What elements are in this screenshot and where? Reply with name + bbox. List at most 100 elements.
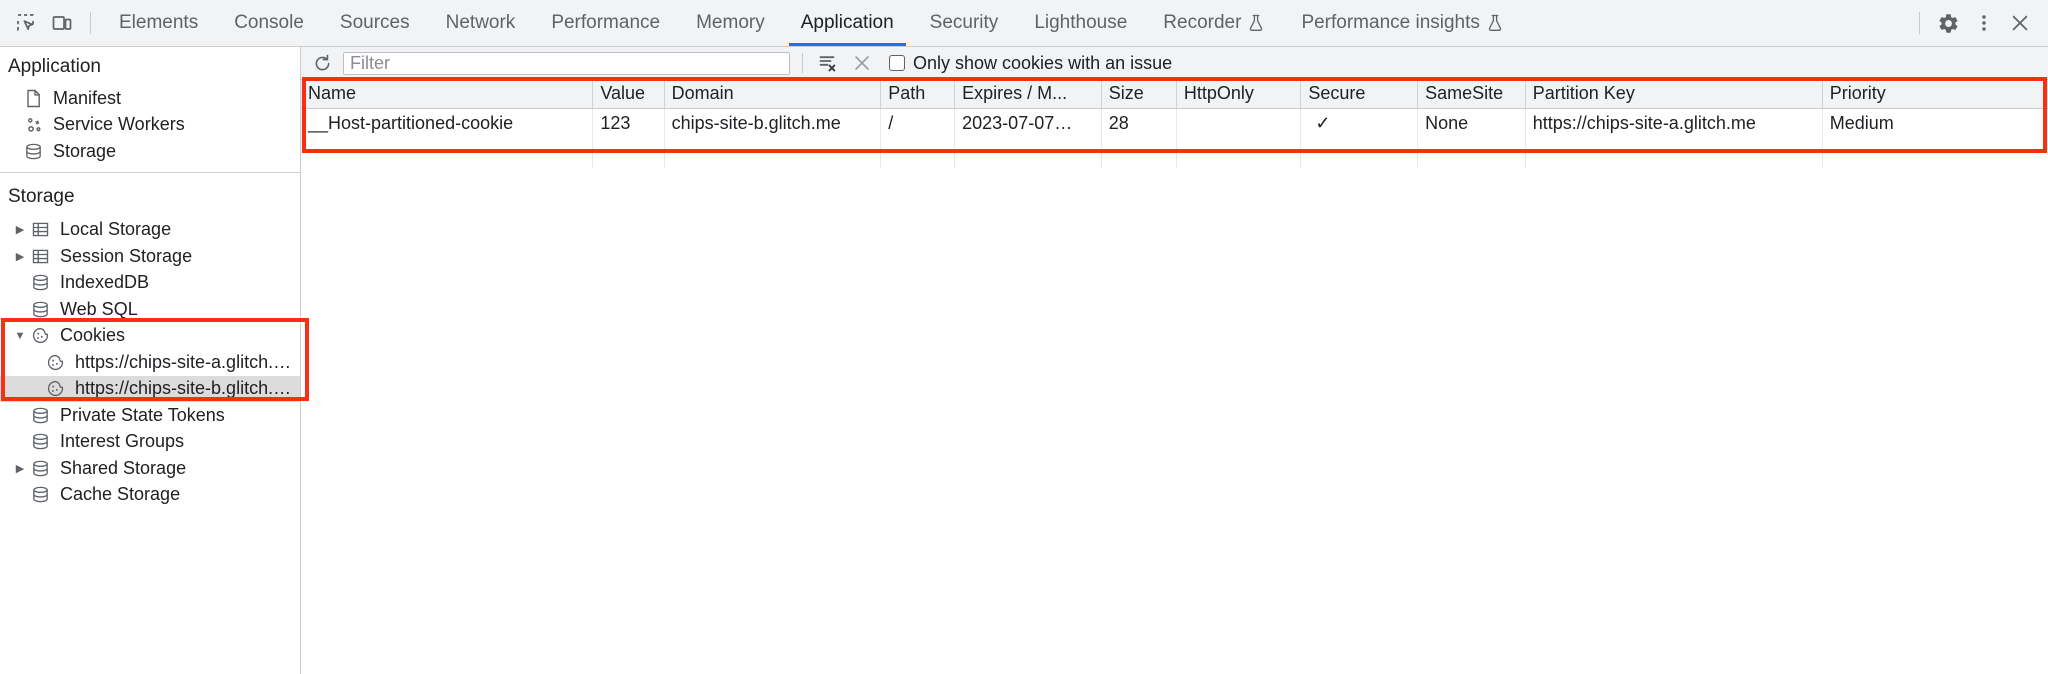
tab-recorder[interactable]: Recorder [1145,0,1283,46]
refresh-icon[interactable] [309,50,335,76]
device-toolbar-icon[interactable] [44,5,80,41]
sidebar-item-cache-storage[interactable]: Cache Storage [0,482,300,509]
application-sidebar: Application Manifest [0,47,301,674]
close-icon[interactable] [2002,5,2038,41]
sidebar-section-application-title: Application [8,56,101,77]
toolbar-divider [1919,12,1920,34]
tab-sources[interactable]: Sources [322,0,428,46]
manifest-file-icon [22,89,44,108]
column-header-secure[interactable]: Secure [1300,80,1419,109]
column-header-httponly[interactable]: HttpOnly [1176,80,1302,109]
database-icon [29,300,51,319]
experiment-flask-icon [1487,14,1504,32]
sidebar-item-label: Cookies [60,325,126,346]
delete-selected-cookie-icon[interactable] [849,50,875,76]
cookie-icon [44,379,66,398]
devtools-main-toolbar: Elements Console Sources Network Perform… [0,0,2048,47]
sidebar-item-label: Storage [53,140,117,161]
database-icon [29,432,51,451]
column-header-samesite[interactable]: SameSite [1417,80,1526,109]
tab-label: Lighthouse [1034,12,1128,33]
sidebar-item-label: Session Storage [60,245,193,266]
column-header-name[interactable]: Name [301,80,594,109]
tab-label: Console [234,12,304,33]
chevron-down-icon[interactable]: ▼ [14,329,26,342]
sidebar-item-indexeddb[interactable]: IndexedDB [0,270,300,297]
tab-label: Memory [696,12,765,33]
chevron-right-icon[interactable]: ▶ [15,250,25,263]
sidebar-item-label: Shared Storage [60,457,187,478]
table-row[interactable]: __Host-partitioned-cookie 123 chips-site… [301,108,2048,138]
sidebar-item-web-sql[interactable]: Web SQL [0,296,300,323]
database-icon [29,273,51,292]
table-filler-row [301,138,2048,168]
tab-performance-insights[interactable]: Performance insights [1283,0,1521,46]
tab-memory[interactable]: Memory [678,0,783,46]
cell-secure: ✓ [1300,108,1419,138]
experiment-flask-icon [1248,14,1265,32]
only-show-issues-checkbox-wrap[interactable]: Only show cookies with an issue [889,53,1172,74]
tab-security[interactable]: Security [912,0,1017,46]
chevron-right-icon[interactable]: ▶ [15,224,25,237]
only-show-issues-checkbox[interactable] [889,55,905,71]
tab-console[interactable]: Console [216,0,322,46]
column-header-priority[interactable]: Priority [1822,80,2048,109]
cookies-table: Name Value Domain Path Expires / M... Si… [301,80,2048,168]
cell-httponly [1176,108,1302,138]
sidebar-item-label: Cache Storage [60,484,181,505]
sidebar-item-private-state-tokens[interactable]: Private State Tokens [0,402,300,429]
table-icon [29,247,51,266]
filterbar-divider [802,53,803,73]
column-header-size[interactable]: Size [1101,80,1177,109]
sidebar-item-interest-groups[interactable]: Interest Groups [0,429,300,456]
sidebar-item-cookies[interactable]: ▼ Cookies [0,323,300,350]
cell-path: / [880,108,956,138]
column-header-expires[interactable]: Expires / M... [954,80,1102,109]
gear-icon[interactable] [1930,5,1966,41]
cell-partition-key: https://chips-site-a.glitch.me [1525,108,1823,138]
panel-tabs: Elements Console Sources Network Perform… [101,0,1522,46]
cookies-filter-toolbar: Only show cookies with an issue [301,47,2048,80]
sidebar-item-label: Local Storage [60,219,172,240]
only-show-issues-label: Only show cookies with an issue [913,52,1173,73]
tab-performance[interactable]: Performance [533,0,678,46]
sidebar-item-label: IndexedDB [60,272,150,293]
sidebar-item-storage[interactable]: Storage [0,138,300,165]
sidebar-item-label: Service Workers [53,114,185,135]
sidebar-item-local-storage[interactable]: ▶ Local Storage [0,217,300,244]
chevron-right-icon[interactable]: ▶ [15,462,25,475]
database-icon [29,406,51,425]
table-header-row: Name Value Domain Path Expires / M... Si… [301,80,2048,109]
tab-lighthouse[interactable]: Lighthouse [1016,0,1145,46]
tab-label: Performance insights [1301,12,1480,33]
sidebar-item-session-storage[interactable]: ▶ Session Storage [0,243,300,270]
database-icon [22,142,44,161]
database-icon [29,459,51,478]
sidebar-item-manifest[interactable]: Manifest [0,85,300,112]
filter-input[interactable] [343,51,790,75]
more-options-icon[interactable] [1966,5,2002,41]
clear-all-cookies-icon[interactable] [815,50,841,76]
tab-label: Network [445,12,516,33]
database-icon [29,485,51,504]
sidebar-item-shared-storage[interactable]: ▶ Shared Storage [0,455,300,482]
cookie-icon [44,353,66,372]
tab-application[interactable]: Application [783,0,912,46]
sidebar-item-label: Private State Tokens [60,404,225,425]
cookies-table-area[interactable]: Name Value Domain Path Expires / M... Si… [301,80,2048,674]
cell-name: __Host-partitioned-cookie [301,108,594,138]
tab-elements[interactable]: Elements [101,0,216,46]
tab-network[interactable]: Network [428,0,534,46]
column-header-value[interactable]: Value [592,80,665,109]
cookies-panel: Only show cookies with an issue Name Val… [301,47,2048,674]
column-header-path[interactable]: Path [880,80,956,109]
sidebar-item-service-workers[interactable]: Service Workers [0,112,300,139]
sidebar-item-cookies-chips-site-a[interactable]: https://chips-site-a.glitch.me [0,349,300,376]
inspect-element-icon[interactable] [8,5,44,41]
sidebar-item-cookies-chips-site-b[interactable]: https://chips-site-b.glitch.me [0,375,300,402]
tab-label: Performance [551,12,661,33]
devtools-body: Application Manifest [0,47,2048,674]
column-header-domain[interactable]: Domain [664,80,882,109]
tab-label: Elements [119,12,199,33]
column-header-partition-key[interactable]: Partition Key [1525,80,1823,109]
